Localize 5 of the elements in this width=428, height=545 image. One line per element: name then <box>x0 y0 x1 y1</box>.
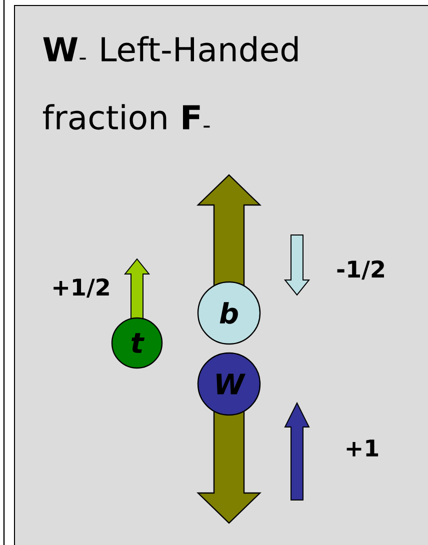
spin-label: +1/2 <box>54 278 109 298</box>
spin-label: +1 <box>346 440 378 456</box>
panel-title: W$_{-}$ Left-Handed fraction F$_{-}$ <box>42 36 298 130</box>
spin-label: -1/2 <box>337 260 384 280</box>
panel <box>14 5 428 545</box>
